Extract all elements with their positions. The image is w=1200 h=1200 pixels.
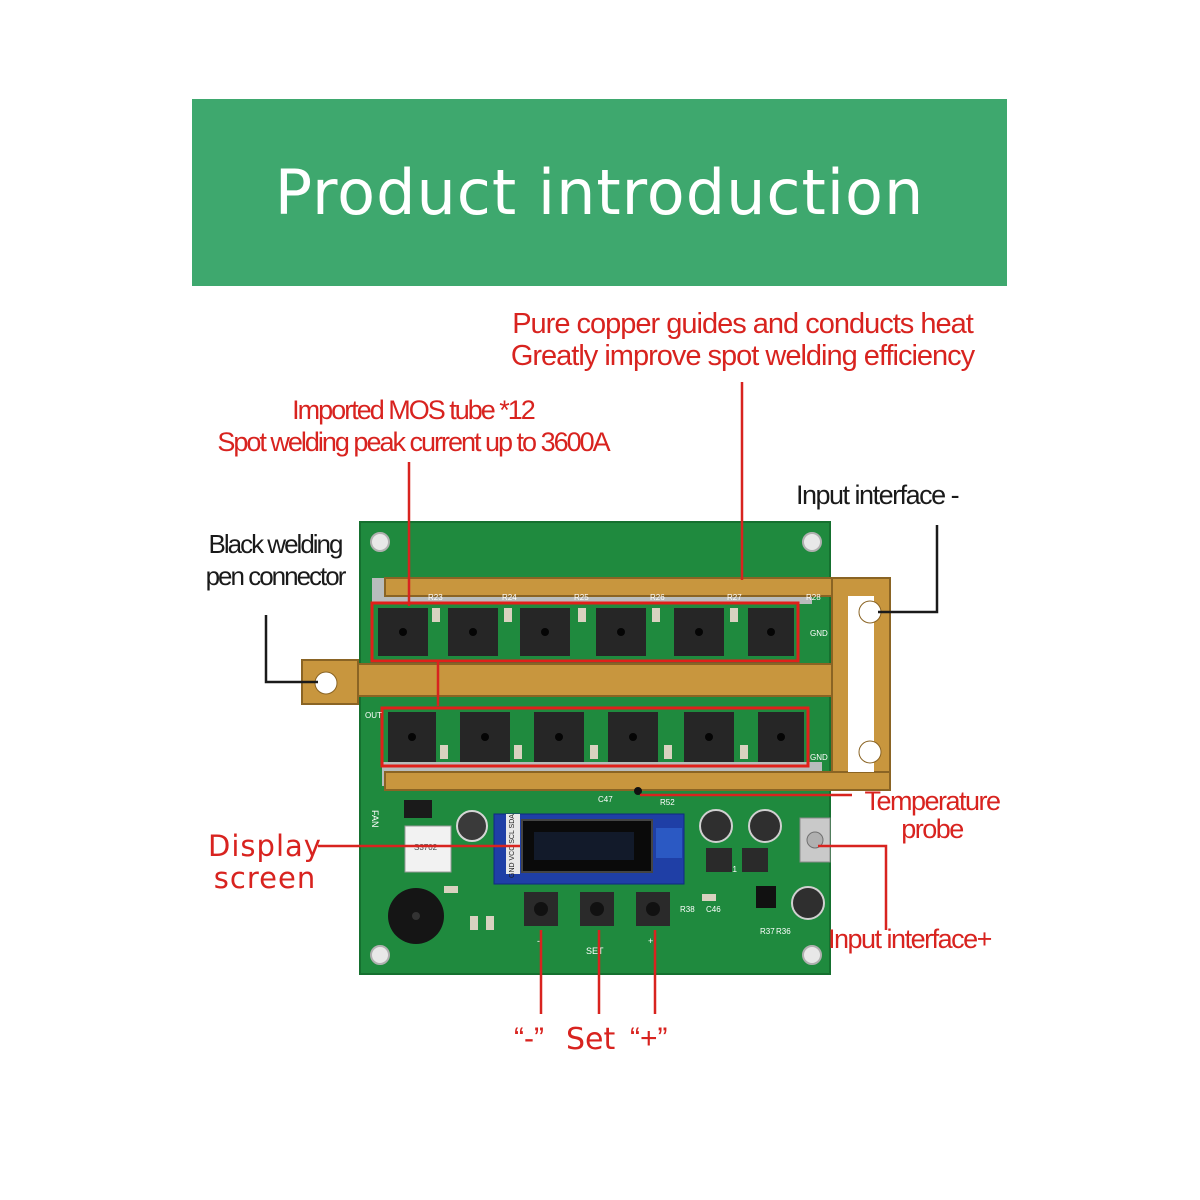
copper-hole-pen xyxy=(314,671,338,695)
mos-callout: Imported MOS tube *12 Spot welding peak … xyxy=(198,394,628,458)
silk-fan: FAN xyxy=(370,810,380,828)
input-plus-callout: Input interface+ xyxy=(828,924,992,954)
title-banner: Product introduction xyxy=(192,99,1007,286)
copper-callout-line2: Greatly improve spot welding efficiency xyxy=(510,340,975,372)
pen-callout-line2: pen connector xyxy=(205,561,347,591)
silk-gnd-top: GND xyxy=(810,629,828,638)
mosfet-row-bottom xyxy=(380,706,810,768)
leader-lines xyxy=(264,382,939,1014)
silk-btn-plus: + xyxy=(648,936,653,946)
silk-r36: R36 xyxy=(776,927,791,936)
silk-r52: R52 xyxy=(660,798,675,807)
temp-callout-line1: Temperature xyxy=(864,786,1001,816)
leader-pen xyxy=(264,615,318,684)
tactile-buttons xyxy=(524,892,670,926)
silk-r28: R28 xyxy=(806,593,821,602)
leader-input-minus xyxy=(878,525,939,614)
relay xyxy=(404,825,452,873)
silk-l1: L1 xyxy=(728,865,737,874)
silk-r27: R27 xyxy=(727,593,742,602)
silk-r37: R37 xyxy=(760,927,775,936)
trimmer xyxy=(656,828,682,858)
silk-r24: R24 xyxy=(502,593,517,602)
silk-btn-set: SET xyxy=(586,946,604,956)
ic-chip xyxy=(756,886,776,908)
button-set-callout: Set xyxy=(566,1022,616,1057)
silk-r25: R25 xyxy=(574,593,589,602)
silk-r26: R26 xyxy=(650,593,665,602)
silk-out: OUT xyxy=(365,711,382,720)
button-minus-callout: “-” xyxy=(514,1022,544,1055)
mosfet-row-top xyxy=(370,601,800,663)
silk-gnd-bottom: GND xyxy=(810,753,828,762)
inductor xyxy=(706,848,732,872)
temp-callout-line2: probe xyxy=(901,814,964,844)
display-callout-line1: Display xyxy=(208,829,322,863)
silk-btn-minus: - xyxy=(537,936,540,946)
silk-r23: R23 xyxy=(428,593,443,602)
banner-title: Product introduction xyxy=(274,156,925,229)
relay-mark: S3702 xyxy=(414,843,438,852)
display-screen-callout: Display screen xyxy=(206,830,324,894)
copper-hole-top xyxy=(858,600,882,624)
pen-callout-line1: Black welding xyxy=(208,529,344,559)
silk-r38: R38 xyxy=(680,905,695,914)
silk-c46: C46 xyxy=(706,905,721,914)
temperature-probe-bead xyxy=(634,787,642,795)
copper-callout-line1: Pure copper guides and conducts heat xyxy=(512,308,974,340)
copper-hole-bottom xyxy=(858,740,882,764)
button-plus-callout: “+” xyxy=(630,1022,668,1055)
oled-pin-header xyxy=(506,814,520,874)
capacitor-left xyxy=(456,810,488,842)
silk-c47: C47 xyxy=(598,795,613,804)
mos-callout-line2: Spot welding peak current up to 3600A xyxy=(217,427,610,457)
copper-callout: Pure copper guides and conducts heat Gre… xyxy=(490,308,995,372)
pen-connector-callout: Black welding pen connector xyxy=(196,528,354,592)
input-minus-callout: Input interface - xyxy=(796,480,960,510)
leader-input-plus xyxy=(818,844,888,930)
temperature-probe-callout: Temperature probe xyxy=(852,787,1012,843)
mounting-holes xyxy=(370,532,822,965)
capacitors-right xyxy=(699,809,825,920)
fan-connector xyxy=(404,800,432,818)
mos-callout-line1: Imported MOS tube *12 xyxy=(292,395,536,425)
display-callout-line2: screen xyxy=(213,861,317,895)
